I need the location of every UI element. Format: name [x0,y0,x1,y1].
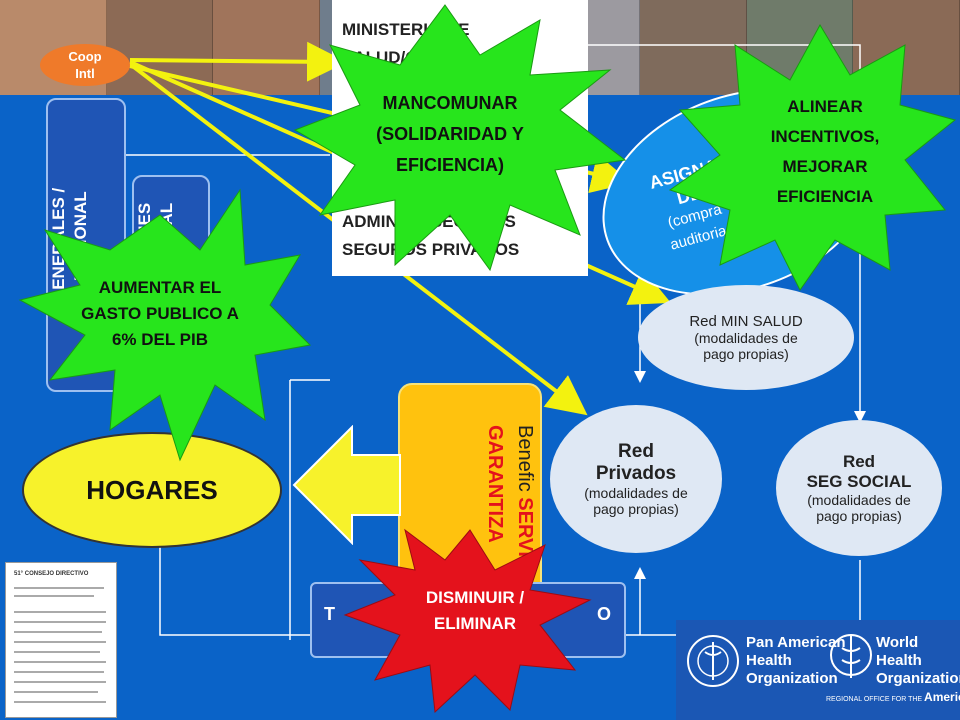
paho-line: Pan American [746,634,846,651]
mancomunar-line: EFICIENCIA) [396,155,504,175]
red-priv-title2: Privados [595,463,677,484]
red-min-title: Red MIN SALUD [689,313,803,330]
red-seg-title2: SEG SOCIAL [806,472,912,491]
beneficios-line1: Benefic [514,425,536,492]
doc-line [14,641,106,643]
red-min-sub2: pago propias) [703,346,789,362]
who-region-bold: Americas [924,690,960,704]
red-min-salud: Red MIN SALUD (modalidades de pago propi… [638,285,854,390]
photo [106,0,214,95]
red-privados: Red Privados (modalidades de pago propia… [550,405,722,553]
red-seg-title1: Red [842,452,876,471]
doc-line [14,651,100,653]
who-name: World Health Organization [876,634,960,688]
doc-title: 51° CONSEJO DIRECTIVO [14,571,89,577]
hogares-ellipse: HOGARES [22,432,282,548]
red-priv-title1: Red [618,441,654,462]
aumentar-line: 6% DEL PIB [111,330,209,349]
disminuir-text: DISMINUIR / ELIMINAR [385,585,565,637]
paho-logo-icon [687,635,739,687]
coop-line1: Coop [68,49,102,64]
paho-line: Organization [746,670,838,687]
red-min-sub1: (modalidades de [694,330,798,346]
doc-line [14,631,102,633]
who-line: World Health [876,634,922,669]
coop-line2: Intl [75,66,95,81]
who-region: REGIONAL OFFICE FOR THE Americas [826,690,960,704]
alinear-text: ALINEAR INCENTIVOS, MEJORAR EFICIENCIA [740,92,910,212]
doc-line [14,595,94,597]
alinear-line: EFICIENCIA [776,187,874,206]
burst-alinear [668,23,957,291]
beneficios-line3: GARANTIZA [484,425,506,543]
red-seg-sub2: pago propias) [816,508,902,524]
doc-line [14,621,106,623]
burst-aumentar [18,188,312,462]
who-line: Organization [876,670,960,687]
document-thumbnail: 51° CONSEJO DIRECTIVO [5,562,117,718]
who-region-text: REGIONAL OFFICE FOR THE [826,696,923,703]
burst-disminuir [343,528,592,714]
paho-name: Pan American Health Organization [746,634,846,688]
red-priv-sub2: pago propias) [593,501,679,517]
alinear-line: INCENTIVOS, [770,127,880,146]
coop-intl-ellipse: Coop Intl [40,44,130,86]
mancomunar-line: (SOLIDARIDAD Y [376,124,524,144]
alinear-line: MEJORAR [782,157,868,176]
photo [213,0,321,95]
red-priv-sub1: (modalidades de [584,485,688,501]
paho-line: Health [746,652,792,669]
arrow-to-hogares [292,425,401,545]
aumentar-line: AUMENTAR EL [98,278,222,297]
photo [640,0,747,95]
doc-line [14,701,106,703]
logos-area: Pan American Health Organization World H… [676,620,960,720]
alinear-line: ALINEAR [787,97,863,116]
disminuir-line: DISMINUIR / [425,588,525,607]
bottom-bar-left: T [324,604,335,624]
red-seg-social: Red SEG SOCIAL (modalidades de pago prop… [776,420,942,556]
doc-line [14,691,98,693]
disminuir-line: ELIMINAR [433,614,517,633]
doc-line [14,587,104,589]
mancomunar-line: MANCOMUNAR [382,93,518,113]
doc-line [14,681,106,683]
hogares-label: HOGARES [86,474,218,505]
burst-mancomunar [293,4,627,272]
doc-line [14,611,106,613]
doc-line [14,671,104,673]
aumentar-line: GASTO PUBLICO A [81,304,239,323]
aumentar-text: AUMENTAR EL GASTO PUBLICO A 6% DEL PIB [55,275,265,353]
bottom-bar-right: O [597,604,612,624]
red-seg-sub1: (modalidades de [807,492,911,508]
doc-line [14,661,106,663]
mancomunar-text: MANCOMUNAR (SOLIDARIDAD Y EFICIENCIA) [350,88,550,181]
who-logo-icon [830,634,872,678]
